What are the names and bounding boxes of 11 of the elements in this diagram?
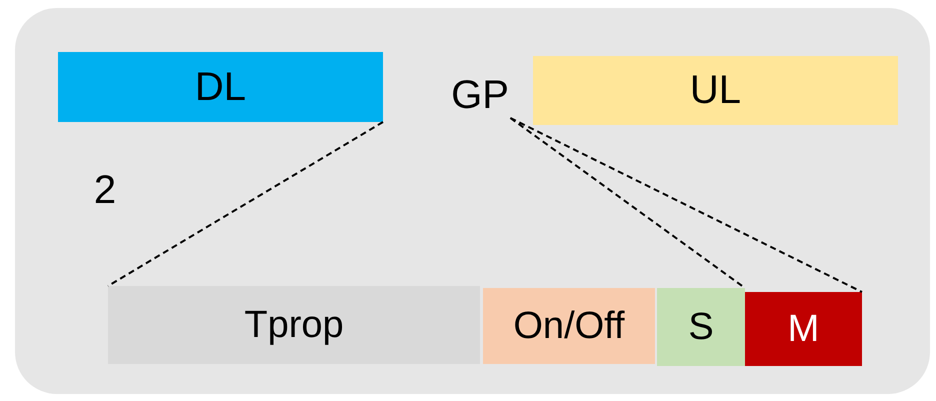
downlink-bar: DL [58,52,383,122]
frame-panel [15,8,930,394]
guard-period-label: GP [442,72,518,118]
label-text: 2 [92,168,118,212]
uplink-bar: UL [533,56,898,125]
on-off-segment: On/Off [483,288,655,364]
dashed-zoom-line [510,117,862,293]
propagation-segment: Tprop [108,286,480,364]
s-segment: S [657,288,745,366]
m-segment: M [745,292,862,366]
dashed-zoom-line [107,121,384,287]
